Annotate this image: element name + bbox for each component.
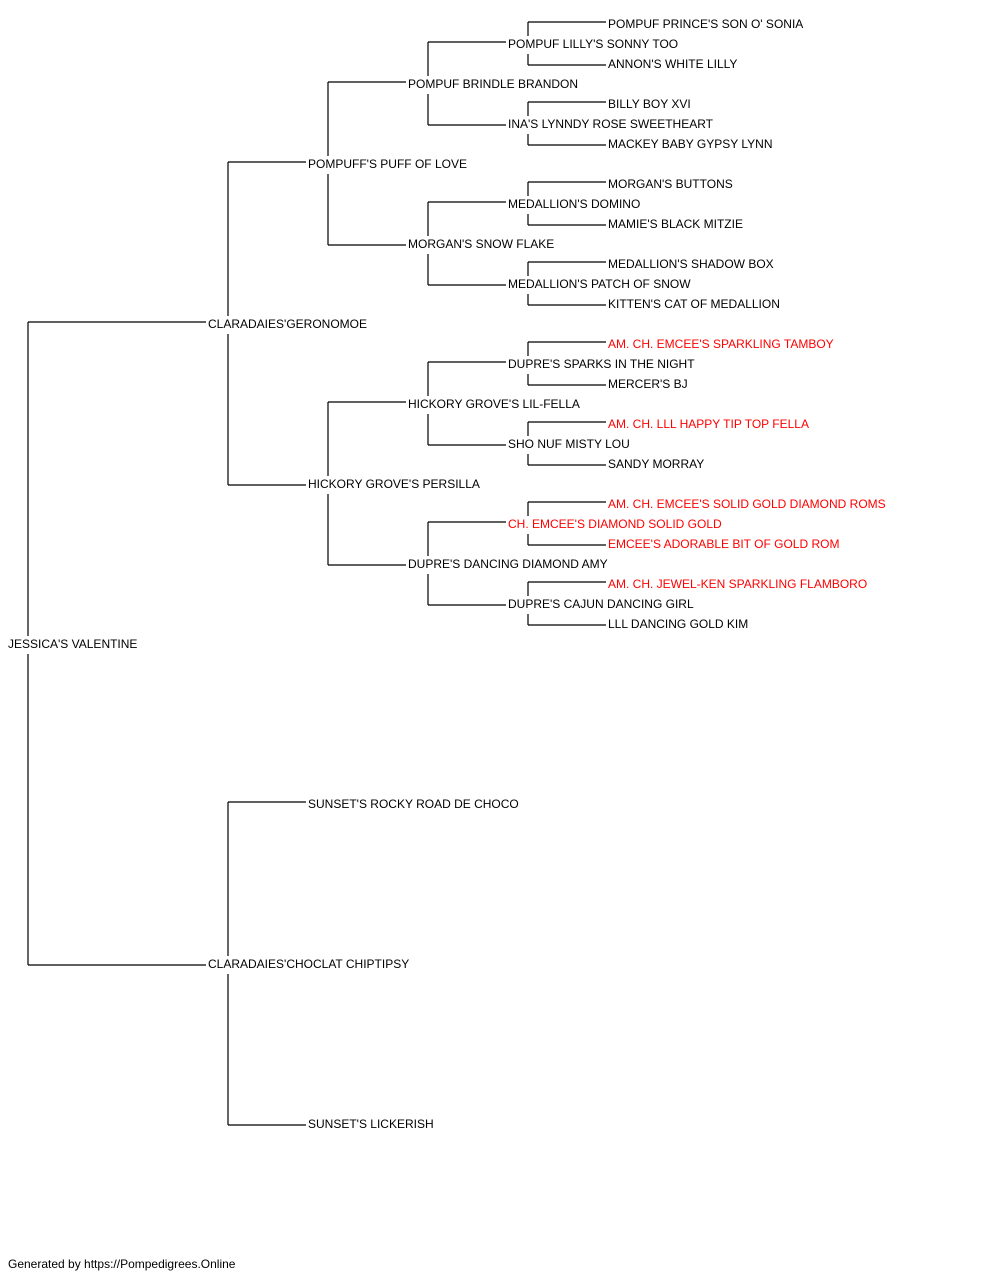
- ancestor-name: POMPUF LILLY'S SONNY TOO: [508, 37, 680, 51]
- subject-name: JESSICA'S VALENTINE: [8, 637, 139, 651]
- ancestor-name: CH. EMCEE'S DIAMOND SOLID GOLD: [508, 517, 723, 531]
- ancestor-name: AM. CH. JEWEL-KEN SPARKLING FLAMBORO: [608, 577, 869, 591]
- ancestor-name: MEDALLION'S PATCH OF SNOW: [508, 277, 692, 291]
- ancestor-name: SANDY MORRAY: [608, 457, 706, 471]
- ancestor-name: DUPRE'S SPARKS IN THE NIGHT: [508, 357, 696, 371]
- ancestor-name: MAMIE'S BLACK MITZIE: [608, 217, 744, 231]
- ancestor-name: POMPUF PRINCE'S SON O' SONIA: [608, 17, 805, 31]
- ancestor-name: HICKORY GROVE'S PERSILLA: [308, 477, 481, 491]
- ancestor-name: INA'S LYNNDY ROSE SWEETHEART: [508, 117, 715, 131]
- ancestor-name: AM. CH. EMCEE'S SOLID GOLD DIAMOND ROMS: [608, 497, 887, 511]
- ancestor-name: KITTEN'S CAT OF MEDALLION: [608, 297, 781, 311]
- ancestor-name: SHO NUF MISTY LOU: [508, 437, 631, 451]
- ancestor-name: MACKEY BABY GYPSY LYNN: [608, 137, 774, 151]
- ancestor-name: POMPUF BRINDLE BRANDON: [408, 77, 580, 91]
- ancestor-name: SUNSET'S ROCKY ROAD DE CHOCO: [308, 797, 520, 811]
- ancestor-name: MEDALLION'S SHADOW BOX: [608, 257, 775, 271]
- ancestor-name: EMCEE'S ADORABLE BIT OF GOLD ROM: [608, 537, 841, 551]
- ancestor-name: LLL DANCING GOLD KIM: [608, 617, 750, 631]
- ancestor-name: MERCER'S BJ: [608, 377, 689, 391]
- ancestor-name: CLARADAIES'CHOCLAT CHIPTIPSY: [208, 957, 411, 971]
- ancestor-name: MORGAN'S BUTTONS: [608, 177, 734, 191]
- ancestor-name: CLARADAIES'GERONOMOE: [208, 317, 368, 331]
- ancestor-name: POMPUFF'S PUFF OF LOVE: [308, 157, 468, 171]
- ancestor-name: ANNON'S WHITE LILLY: [608, 57, 739, 71]
- ancestor-name: BILLY BOY XVI: [608, 97, 692, 111]
- ancestor-name: SUNSET'S LICKERISH: [308, 1117, 435, 1131]
- ancestor-name: AM. CH. LLL HAPPY TIP TOP FELLA: [608, 417, 810, 431]
- generated-by-footer: Generated by https://Pompedigrees.Online: [8, 1257, 236, 1271]
- ancestor-name: HICKORY GROVE'S LIL-FELLA: [408, 397, 581, 411]
- ancestor-name: DUPRE'S DANCING DIAMOND AMY: [408, 557, 609, 571]
- ancestor-name: AM. CH. EMCEE'S SPARKLING TAMBOY: [608, 337, 835, 351]
- ancestor-name: MEDALLION'S DOMINO: [508, 197, 642, 211]
- ancestor-name: DUPRE'S CAJUN DANCING GIRL: [508, 597, 695, 611]
- ancestor-name: MORGAN'S SNOW FLAKE: [408, 237, 556, 251]
